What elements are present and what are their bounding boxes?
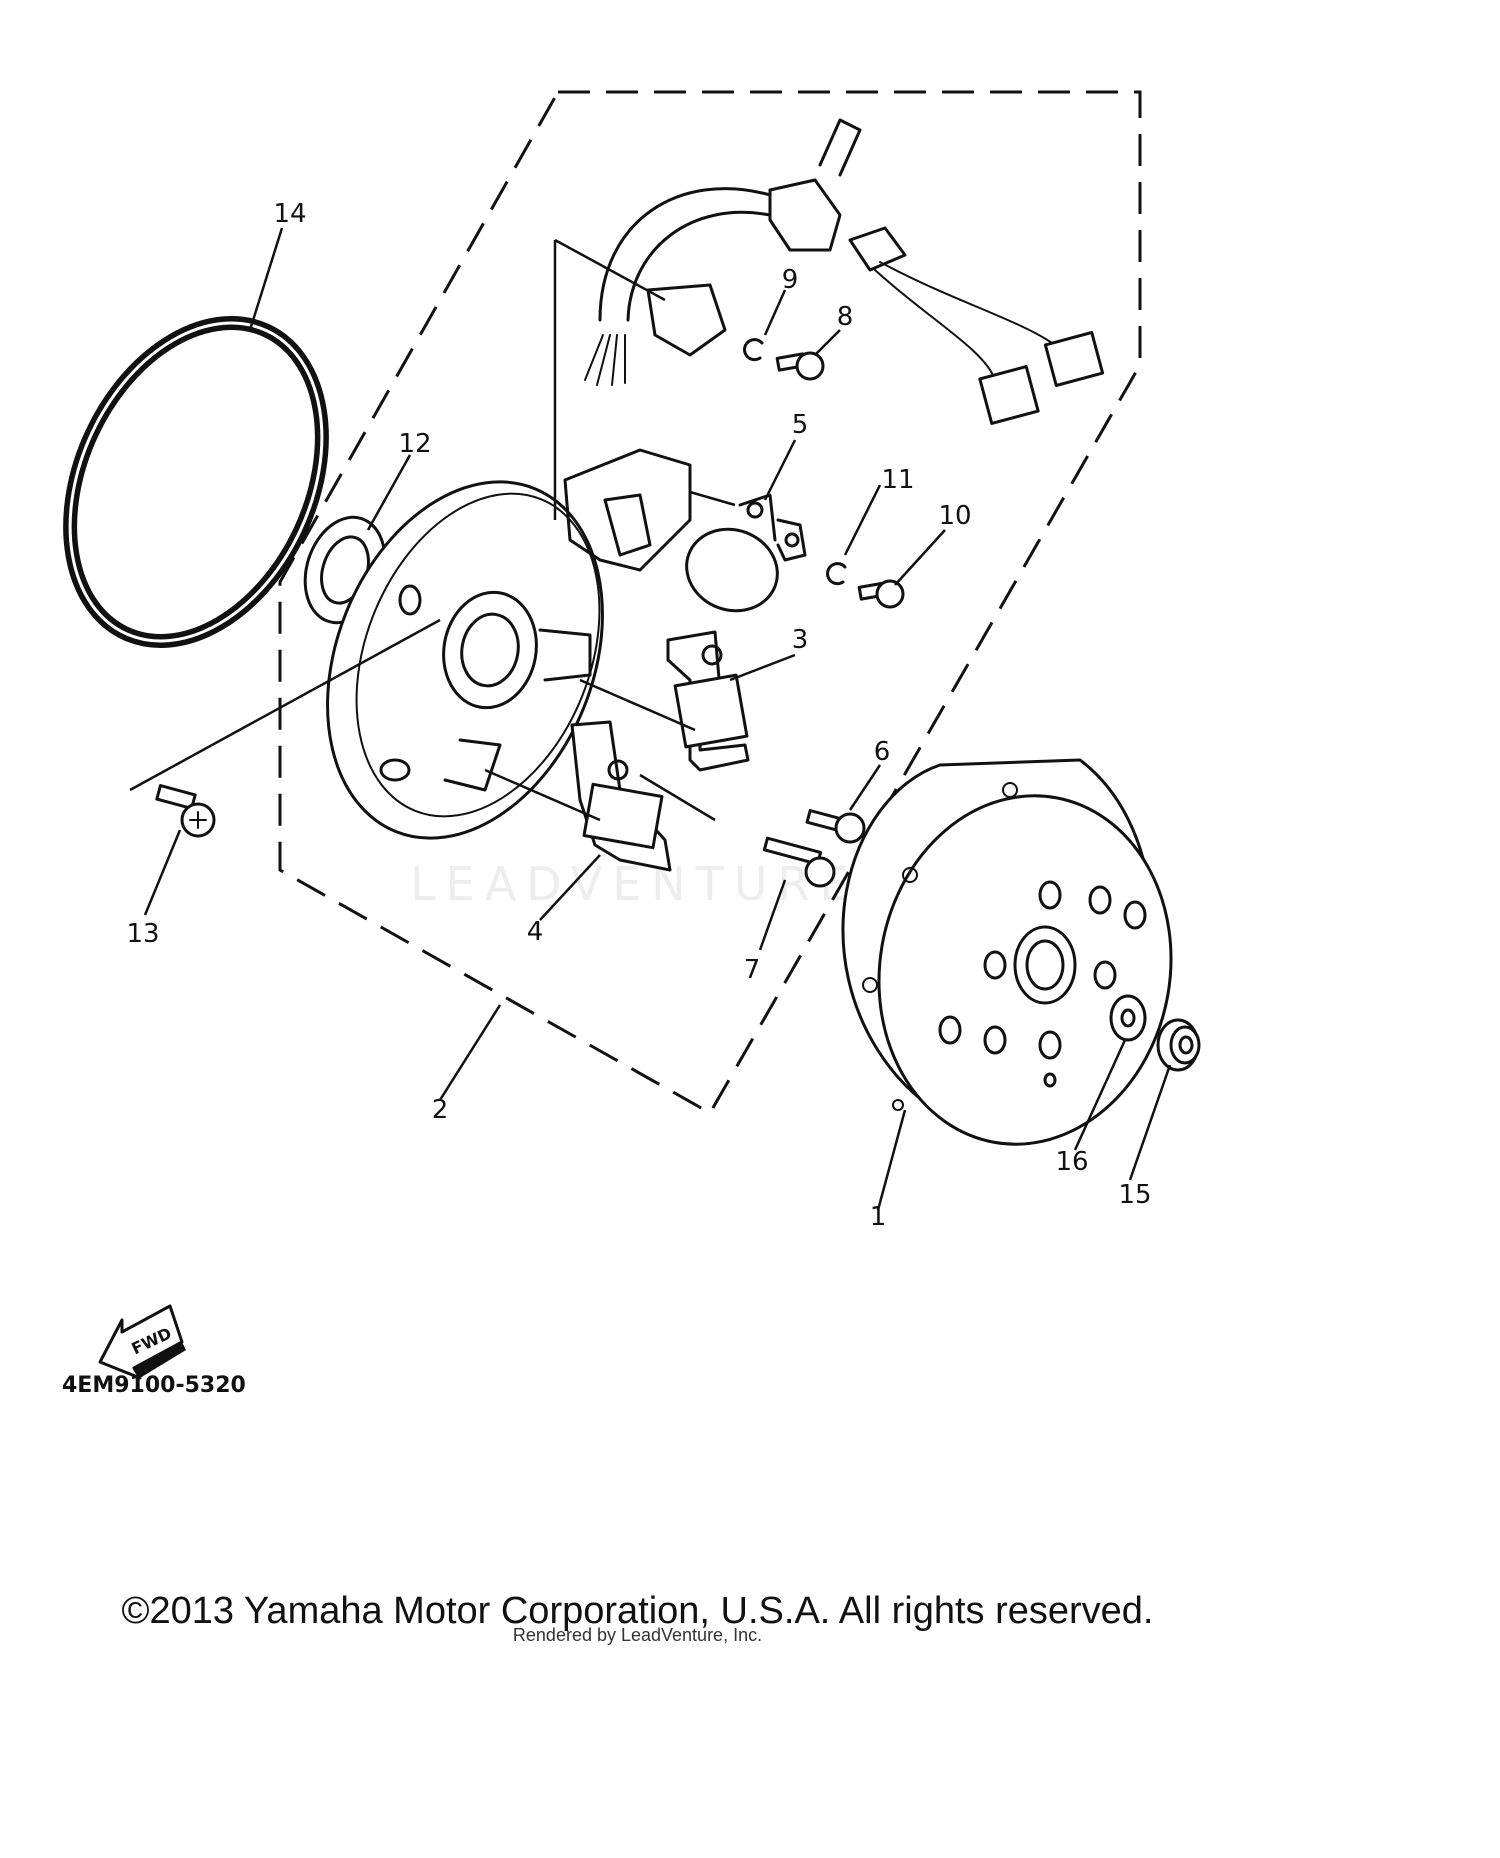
rotor-flywheel-1 — [841, 758, 1173, 1146]
nut-15 — [1156, 1018, 1201, 1072]
charge-coil-4 — [570, 720, 672, 872]
callout-3: 3 — [792, 625, 809, 655]
callout-2: 2 — [432, 1095, 449, 1125]
pickup-coil-5 — [685, 493, 807, 613]
stator-assembly-boundary — [278, 90, 1142, 1116]
callout-6: 6 — [874, 737, 891, 767]
leader-lines — [129, 227, 1172, 1211]
screw-10 — [857, 579, 905, 609]
callout-4: 4 — [527, 917, 544, 947]
washer-9 — [743, 338, 764, 362]
washer-16 — [1109, 994, 1147, 1042]
callout-16: 16 — [1055, 1147, 1088, 1177]
fwd-arrow-icon: FWD — [98, 1304, 186, 1380]
wire-harness — [584, 118, 1105, 425]
callout-14: 14 — [273, 199, 306, 229]
callout-12: 12 — [398, 429, 431, 459]
screw-8 — [775, 351, 825, 381]
callout-11: 11 — [881, 465, 914, 495]
screw-7 — [762, 836, 836, 888]
watermark-text: LEADVENTURE — [410, 857, 859, 911]
diagram-part-number: 4EM9100-5320 — [62, 1373, 246, 1398]
callout-13: 13 — [126, 919, 159, 949]
screw-6 — [805, 809, 866, 844]
rendered-by-notice: Rendered by LeadVenture, Inc. — [512, 1625, 763, 1645]
o-ring-14 — [63, 316, 329, 648]
washer-11 — [826, 562, 847, 586]
parts-diagram: LEADVENTURE — [62, 90, 1201, 1398]
stator-base-plate — [326, 448, 692, 840]
callout-1: 1 — [870, 1202, 887, 1232]
source-coil-3 — [666, 630, 750, 772]
callout-9: 9 — [782, 265, 799, 295]
callout-5: 5 — [792, 410, 809, 440]
copyright-notice: ©2013 Yamaha Motor Corporation, U.S.A. A… — [121, 1590, 1154, 1632]
screw-13 — [155, 784, 216, 838]
callout-7: 7 — [744, 955, 761, 985]
callout-15: 15 — [1118, 1180, 1151, 1210]
callout-labels: 1 2 3 4 5 6 7 8 9 10 11 12 13 14 15 16 — [126, 199, 1151, 1232]
callout-10: 10 — [938, 501, 971, 531]
callout-8: 8 — [837, 302, 854, 332]
